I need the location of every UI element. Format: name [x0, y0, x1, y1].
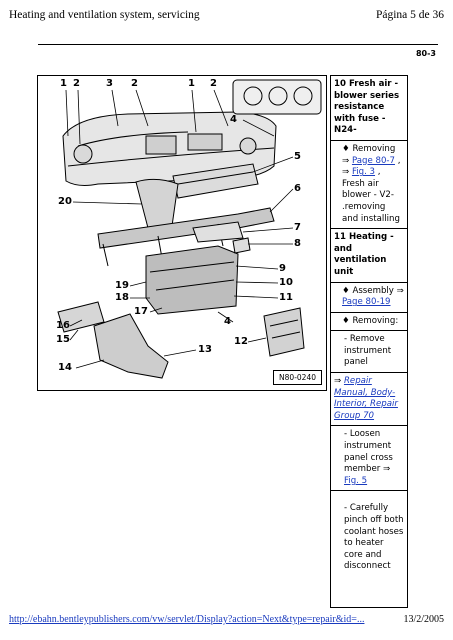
callout-15: 15 — [56, 334, 70, 345]
callout-18: 18 — [115, 292, 129, 303]
repair-manual-reference: ⇒ Repair Manual, Body-Interior, Repair G… — [331, 373, 407, 427]
callout-9: 9 — [279, 263, 286, 274]
arrow-icon: ⇒ — [334, 376, 342, 387]
callout-12: 12 — [234, 336, 248, 347]
callout-19: 19 — [115, 280, 129, 291]
callout-10: 10 — [279, 277, 293, 288]
callout-20: 20 — [58, 196, 72, 207]
callout-14: 14 — [58, 362, 72, 373]
removing-step-2: ♦ Removing: — [331, 313, 407, 332]
callout-4: 4 — [230, 114, 237, 125]
removing-step-1: ♦ Removing ⇒ Page 80-7 , ⇒ Fig. 3 , Fres… — [331, 141, 407, 230]
link-fig-5[interactable]: Fig. 5 — [344, 475, 368, 486]
callout-7: 7 — [294, 222, 301, 233]
callout-8: 8 — [294, 238, 301, 249]
callout-6: 6 — [294, 183, 301, 194]
arrow-icon: ⇒ — [342, 155, 350, 166]
loosen-text: - Loosen instrument panel cross member — [344, 429, 393, 475]
removing-label: Removing: — [352, 315, 399, 326]
pinch-hoses-text: Carefully pinch off both coolant hoses t… — [344, 503, 404, 572]
arrow-icon: ⇒ — [383, 464, 391, 475]
callout-2c: 2 — [210, 78, 217, 89]
item-11-heading: 11 Heating - and ventilation unit — [331, 229, 407, 283]
callout-11: 11 — [279, 292, 293, 303]
footer-date: 13/2/2005 — [403, 614, 444, 625]
item-10-title: 10 Fresh air - blower series resistance … — [334, 79, 400, 136]
bullet-diamond-icon: ♦ — [342, 285, 350, 296]
callout-16: 16 — [56, 320, 70, 331]
pinch-hoses-step: - Carefully pinch off both coolant hoses… — [331, 491, 407, 576]
loosen-step: - Loosen instrument panel cross member ⇒… — [331, 426, 407, 492]
step-dash: - — [344, 503, 348, 514]
header-rule — [38, 44, 438, 45]
callout-2: 2 — [73, 78, 80, 89]
link-page-80-7[interactable]: Page 80-7 — [351, 155, 395, 166]
exploded-view-figure: 1 2 3 2 1 2 4 5 6 20 7 8 9 10 11 19 18 1… — [37, 75, 327, 391]
bullet-diamond-icon: ♦ — [342, 315, 350, 326]
arrow-icon: ⇒ — [396, 285, 404, 296]
link-repair-manual[interactable]: Repair Manual, Body-Interior, Repair Gro… — [334, 376, 398, 421]
section-number: 80-3 — [415, 49, 436, 58]
callout-1b: 1 — [188, 78, 195, 89]
remove-panel-step: - Remove instrument panel — [331, 331, 407, 374]
item-11-title: 11 Heating - and ventilation unit — [334, 232, 394, 277]
procedure-sidebar: 10 Fresh air - blower series resistance … — [330, 75, 408, 608]
link-page-80-19[interactable]: Page 80-19 — [342, 297, 391, 308]
arrow-icon: ⇒ — [342, 167, 350, 178]
callout-13: 13 — [198, 344, 212, 355]
figure-id-label: N80-0240 — [273, 370, 322, 385]
assembly-label: Assembly — [352, 285, 394, 296]
link-separator: , — [394, 155, 401, 166]
page-number: Página 5 de 36 — [375, 9, 444, 21]
link-fig-3[interactable]: Fig. 3 — [351, 167, 376, 178]
remove-panel-text: - Remove instrument panel — [344, 334, 392, 368]
figure-drawing — [57, 79, 322, 379]
callout-3: 3 — [106, 78, 113, 89]
bullet-diamond-icon: ♦ — [342, 143, 350, 154]
callout-1: 1 — [60, 78, 67, 89]
callout-2b: 2 — [131, 78, 138, 89]
callout-4b: 4 — [224, 316, 231, 327]
callout-5: 5 — [294, 151, 301, 162]
item-10-heading: 10 Fresh air - blower series resistance … — [331, 76, 407, 141]
removing-label: Removing — [352, 143, 396, 154]
assembly-step: ♦ Assembly ⇒ Page 80-19 — [331, 283, 407, 313]
footer-url-link[interactable]: http://ebahn.bentleypublishers.com/vw/se… — [9, 614, 365, 625]
page-header-title: Heating and ventilation system, servicin… — [9, 9, 200, 21]
removing-description: , Fresh air blower - V2- .removing and i… — [342, 167, 400, 224]
callout-17: 17 — [134, 306, 148, 317]
